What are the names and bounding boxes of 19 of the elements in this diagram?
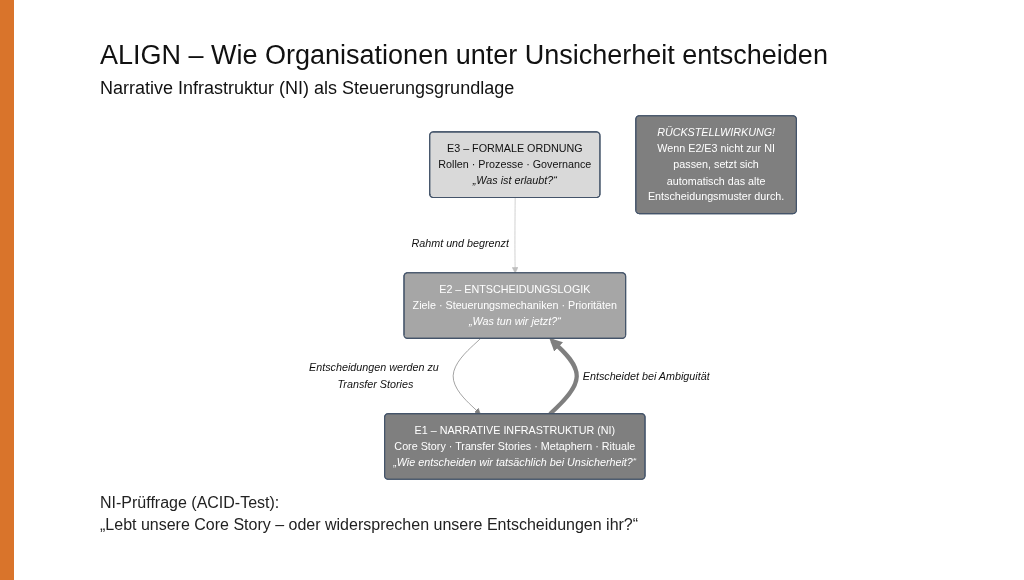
box-heading: E3 – FORMALE ORDNUNG xyxy=(446,141,583,155)
warning-text: Wenn E2/E3 nicht zur NI passen, setzt sich automatisch das alte Entscheidungsmuster durch. xyxy=(646,140,786,205)
box-heading: E2 – ENTSCHEIDUNGSLOGIK xyxy=(439,282,591,295)
box-question: „Was tun wir jetzt?“ xyxy=(468,315,561,328)
slide-title: ALIGN – Wie Organisationen unter Unsicherheit entscheiden xyxy=(100,40,828,71)
rounded-box xyxy=(635,115,797,215)
rounded-box xyxy=(429,131,601,198)
box-heading: E1 – NARRATIVE INFRASTRUKTUR (NI) xyxy=(414,423,616,436)
rounded-box xyxy=(403,272,627,339)
rounded-box xyxy=(384,413,646,480)
quote-text: „Lebt unsere Core Story – oder widersprechen unsere Entscheidungen ihr?“ xyxy=(100,515,639,535)
warning-heading: RÜCKSTELLWIRKUNG! xyxy=(657,125,775,138)
note-heading: NI-Prüffrage (ACID-Test): xyxy=(100,493,281,513)
box-text: Rollen · Prozesse · Governance xyxy=(438,158,592,171)
box-text: Ziele · Steuerungsmechaniken · Prioritäten xyxy=(412,298,617,312)
box-question: „Wie entscheiden wir tatsächlich bei Unsicherheit?“ xyxy=(393,455,637,469)
subtitle: Narrative Infrastruktur (NI) als Steuerungsgrundlage xyxy=(100,78,515,99)
box-text: Core Story · Transfer Stories · Metaphern · Rituale xyxy=(394,439,636,452)
box-question: „Was ist erlaubt?“ xyxy=(472,174,557,187)
